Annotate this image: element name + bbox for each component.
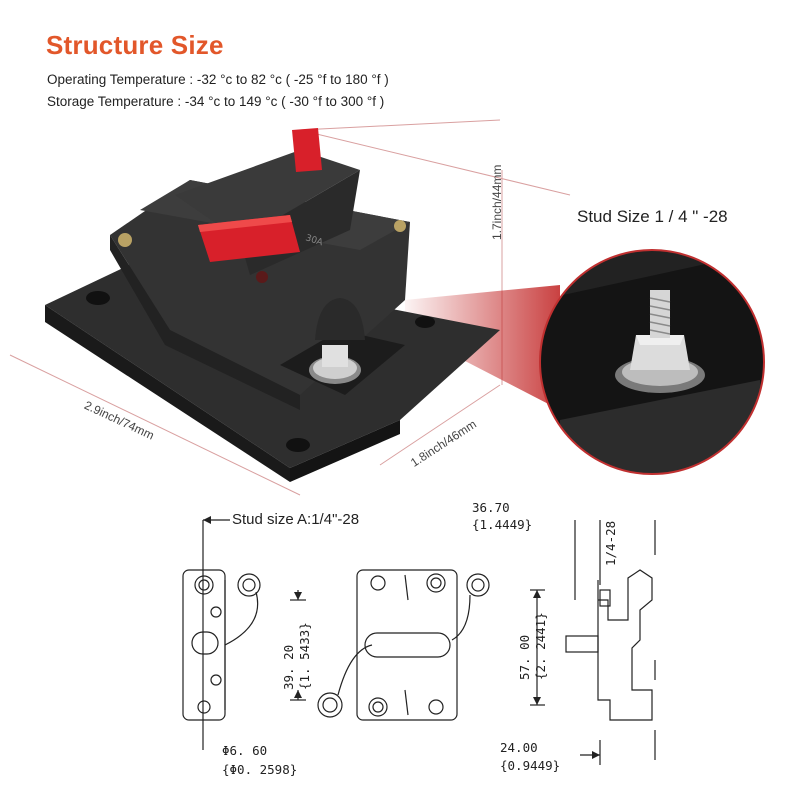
- stud-size-label: Stud Size 1 / 4 " -28: [577, 207, 728, 226]
- breaker-body: 30A: [45, 128, 500, 482]
- dim-bottom-in: {0.9449}: [500, 758, 561, 773]
- stud-size-callout: Stud size A:1/4"-28: [232, 511, 360, 528]
- zoom-beam: [405, 285, 560, 410]
- dim-thread: 1/4-28: [603, 520, 618, 566]
- operating-temperature: Operating Temperature : -32 °c to 82 °c …: [47, 72, 389, 87]
- stud-zoom-view: [539, 249, 765, 475]
- dim-hole-spacing-in: {1. 5433}: [297, 622, 312, 690]
- dim-height-in: {2. 2441}: [533, 612, 548, 680]
- dim-top-mm: 36.70: [472, 500, 510, 515]
- height-dimension-label: 1.7inch/44mm: [490, 164, 504, 240]
- storage-temperature: Storage Temperature : -34 °c to 149 °c (…: [47, 94, 385, 109]
- dim-hole-diameter-mm: Φ6. 60: [222, 743, 268, 758]
- dim-hole-diameter-in: {Φ0. 2598}: [222, 762, 298, 777]
- drawing-arrowheads: [203, 516, 600, 759]
- dim-height-mm: 57. 00: [517, 634, 532, 680]
- page-title: Structure Size: [46, 30, 224, 60]
- dim-bottom-mm: 24.00: [500, 740, 538, 755]
- technical-drawing: [182, 519, 656, 765]
- dim-top-in: {1.4449}: [472, 517, 533, 532]
- dim-hole-spacing-mm: 39. 20: [281, 644, 296, 690]
